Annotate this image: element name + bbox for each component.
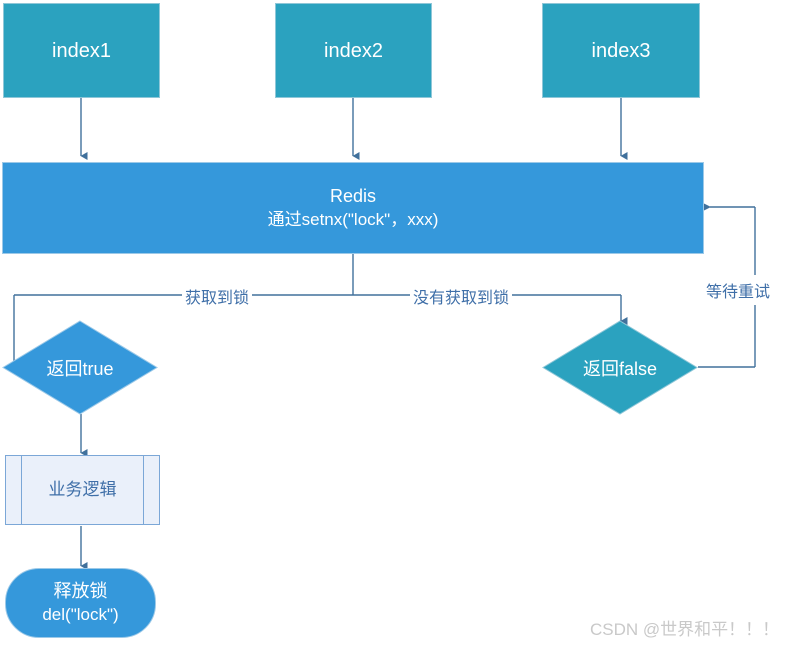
return-true-shape [2, 320, 158, 415]
csdn-watermark: CSDN @世界和平！！！ [590, 620, 780, 639]
node-return-false[interactable]: 返回false [542, 320, 698, 415]
node-redis-title: Redis [329, 186, 377, 207]
node-index2[interactable]: index2 [275, 3, 432, 98]
node-release-lock-title: 释放锁 [53, 581, 108, 602]
node-business-logic[interactable]: 业务逻辑 [5, 455, 160, 525]
edge-label-got-lock: 获取到锁 [182, 284, 253, 308]
node-return-true[interactable]: 返回true [2, 320, 158, 415]
return-false-shape [542, 320, 698, 415]
node-redis-command: 通过setnx("lock"，xxx) [267, 209, 439, 229]
node-index3[interactable]: index3 [542, 3, 700, 98]
edge-label-no-lock: 没有获取到锁 [410, 284, 513, 308]
node-index1-label: index1 [52, 39, 111, 62]
node-release-lock-command: del("lock") [42, 604, 119, 624]
node-index2-label: index2 [324, 39, 383, 62]
node-business-logic-label: 业务逻辑 [48, 479, 117, 499]
edge-label-wait-retry: 等待重试 [706, 275, 771, 305]
node-release-lock[interactable]: 释放锁 del("lock") [5, 568, 156, 638]
node-redis[interactable]: Redis 通过setnx("lock"，xxx) [2, 162, 704, 254]
node-index1[interactable]: index1 [3, 3, 160, 98]
node-index3-label: index3 [591, 39, 651, 62]
